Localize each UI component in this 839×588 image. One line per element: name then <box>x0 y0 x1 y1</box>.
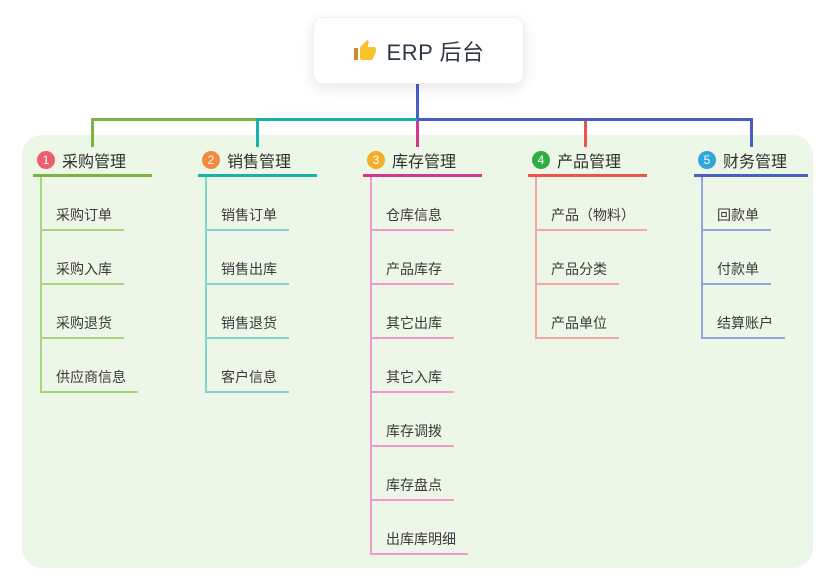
item-label: 其它入库 <box>370 370 454 393</box>
list-item[interactable]: 结算账户 <box>701 285 808 339</box>
item-label: 库存盘点 <box>370 478 454 501</box>
branch-title: 采购管理 <box>62 154 127 171</box>
item-label: 采购入库 <box>40 262 124 285</box>
branch-product-header[interactable]: 4 产品管理 <box>528 146 647 177</box>
list-item[interactable]: 付款单 <box>701 231 808 285</box>
drop-line-branch-1 <box>91 118 94 147</box>
branches-panel <box>22 135 813 568</box>
root-node[interactable]: ERP 后台 <box>313 17 524 84</box>
list-item[interactable]: 回款单 <box>701 177 808 231</box>
root-connector-line <box>416 80 419 121</box>
branch-finance: 5 财务管理 回款单 付款单 结算账户 <box>694 146 808 339</box>
branch-number-badge: 4 <box>532 151 550 169</box>
branch-sales-header[interactable]: 2 销售管理 <box>198 146 317 177</box>
rail-segment-blue <box>417 118 753 121</box>
branch-number-badge: 1 <box>37 151 55 169</box>
list-item[interactable]: 供应商信息 <box>40 339 152 393</box>
rail-segment-teal <box>256 118 417 121</box>
list-item[interactable]: 其它出库 <box>370 285 482 339</box>
item-label: 产品库存 <box>370 262 454 285</box>
branch-sales-items: 销售订单 销售出库 销售退货 客户信息 <box>205 177 317 393</box>
drop-line-branch-4 <box>584 121 587 147</box>
list-item[interactable]: 产品分类 <box>535 231 647 285</box>
list-item[interactable]: 采购订单 <box>40 177 152 231</box>
item-label: 采购订单 <box>40 208 124 231</box>
branch-purchase: 1 采购管理 采购订单 采购入库 采购退货 供应商信息 <box>33 146 152 393</box>
branch-product: 4 产品管理 产品（物料） 产品分类 产品单位 <box>528 146 647 339</box>
list-item[interactable]: 库存盘点 <box>370 447 482 501</box>
branch-inventory-items: 仓库信息 产品库存 其它出库 其它入库 库存调拨 库存盘点 出库库明细 <box>370 177 482 555</box>
branch-title: 销售管理 <box>227 154 292 171</box>
item-label: 产品单位 <box>535 316 619 339</box>
branch-finance-items: 回款单 付款单 结算账户 <box>701 177 808 339</box>
root-node-title: ERP 后台 <box>386 39 485 65</box>
branch-sales: 2 销售管理 销售订单 销售出库 销售退货 客户信息 <box>198 146 317 393</box>
list-item[interactable]: 出库库明细 <box>370 501 482 555</box>
list-item[interactable]: 产品库存 <box>370 231 482 285</box>
item-label: 销售出库 <box>205 262 289 285</box>
drop-line-branch-5 <box>750 118 753 147</box>
rail-segment-green <box>91 118 256 121</box>
thumbs-up-icon <box>353 39 377 63</box>
branch-finance-header[interactable]: 5 财务管理 <box>694 146 808 177</box>
branch-inventory: 3 库存管理 仓库信息 产品库存 其它出库 其它入库 库存调拨 库存盘点 出库库… <box>363 146 482 555</box>
list-item[interactable]: 采购入库 <box>40 231 152 285</box>
list-item[interactable]: 采购退货 <box>40 285 152 339</box>
list-item[interactable]: 销售订单 <box>205 177 317 231</box>
drop-line-branch-3 <box>416 121 419 147</box>
item-label: 销售退货 <box>205 316 289 339</box>
list-item[interactable]: 销售出库 <box>205 231 317 285</box>
branch-number-badge: 3 <box>367 151 385 169</box>
branch-product-items: 产品（物料） 产品分类 产品单位 <box>535 177 647 339</box>
branch-purchase-header[interactable]: 1 采购管理 <box>33 146 152 177</box>
item-label: 销售订单 <box>205 208 289 231</box>
item-label: 其它出库 <box>370 316 454 339</box>
list-item[interactable]: 产品单位 <box>535 285 647 339</box>
item-label: 结算账户 <box>701 316 785 339</box>
item-label: 产品分类 <box>535 262 619 285</box>
branch-number-badge: 2 <box>202 151 220 169</box>
item-label: 供应商信息 <box>40 370 138 393</box>
branch-title: 产品管理 <box>557 154 622 171</box>
branch-title: 财务管理 <box>723 154 788 171</box>
item-label: 仓库信息 <box>370 208 454 231</box>
drop-line-branch-2 <box>256 118 259 147</box>
list-item[interactable]: 库存调拨 <box>370 393 482 447</box>
item-label: 付款单 <box>701 262 771 285</box>
list-item[interactable]: 其它入库 <box>370 339 482 393</box>
branch-inventory-header[interactable]: 3 库存管理 <box>363 146 482 177</box>
branch-number-badge: 5 <box>698 151 716 169</box>
list-item[interactable]: 仓库信息 <box>370 177 482 231</box>
list-item[interactable]: 销售退货 <box>205 285 317 339</box>
list-item[interactable]: 客户信息 <box>205 339 317 393</box>
item-label: 产品（物料） <box>535 208 647 231</box>
item-label: 客户信息 <box>205 370 289 393</box>
list-item[interactable]: 产品（物料） <box>535 177 647 231</box>
item-label: 库存调拨 <box>370 424 454 447</box>
item-label: 回款单 <box>701 208 771 231</box>
item-label: 采购退货 <box>40 316 124 339</box>
branch-title: 库存管理 <box>392 154 457 171</box>
item-label: 出库库明细 <box>370 532 468 555</box>
branch-purchase-items: 采购订单 采购入库 采购退货 供应商信息 <box>40 177 152 393</box>
